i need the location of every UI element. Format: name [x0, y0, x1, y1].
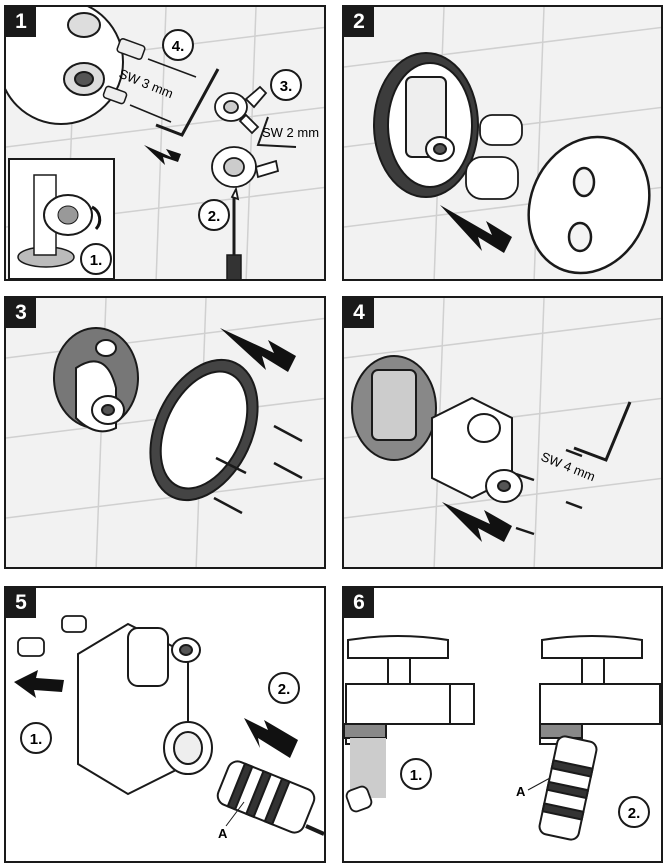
- removed-sleeves: [17, 615, 87, 657]
- direction-arrow-left: [14, 670, 64, 698]
- panel-6-illustration: 1. 2. A: [344, 635, 661, 841]
- screws: [213, 424, 303, 515]
- step-circle-1: 1.: [80, 243, 112, 275]
- tool-label-sw2: SW 2 mm: [262, 125, 319, 140]
- panel-5-illustration: 1. 2. A: [14, 615, 324, 841]
- faucet-left: [344, 635, 475, 745]
- screwdriver-icon: [226, 197, 242, 279]
- svg-text:2.: 2.: [628, 805, 641, 822]
- panel-number: 1: [6, 7, 36, 37]
- direction-arrow: [144, 145, 181, 165]
- panel-3-illustration: [6, 298, 324, 567]
- sleeve-parts: [465, 114, 523, 200]
- leader-line: [225, 801, 245, 827]
- panel-number: 4: [344, 298, 374, 328]
- svg-text:2.: 2.: [278, 681, 291, 698]
- panel-4: 4 SW 4 mm: [342, 296, 663, 569]
- sleeve-parts: [102, 38, 197, 123]
- valve-body: [77, 622, 213, 796]
- panel-5: 5 1. 2. A: [4, 586, 326, 863]
- step-circle-1: 1.: [400, 758, 432, 790]
- faucet-right: [539, 635, 661, 745]
- panel-number: 3: [6, 298, 36, 328]
- wall-plate: [351, 355, 437, 461]
- direction-arrow: [440, 205, 512, 253]
- step-circle-2: 2.: [618, 796, 650, 828]
- leader-line: [527, 777, 551, 791]
- panel-3: 3: [4, 296, 326, 569]
- part-label-a: A: [218, 826, 228, 841]
- panel-number: 6: [344, 588, 374, 618]
- panel-1-illustration: 1. 2. 3. 4. SW 3 mm SW 2 mm: [6, 7, 324, 279]
- panel-2-illustration: [344, 7, 661, 279]
- svg-text:2.: 2.: [208, 208, 221, 225]
- screws: [515, 448, 583, 536]
- svg-text:1.: 1.: [410, 767, 423, 784]
- panel-number: 5: [6, 588, 36, 618]
- panel-number: 2: [344, 7, 374, 37]
- cartridge: [216, 760, 324, 836]
- inset-detail: [8, 158, 115, 279]
- svg-text:4.: 4.: [172, 38, 185, 55]
- handle-parts: [211, 85, 280, 201]
- step-circle-2: 2.: [198, 199, 230, 231]
- panel-1: 1: [4, 5, 326, 281]
- mounting-ring: [149, 358, 259, 502]
- direction-arrow: [442, 502, 512, 542]
- direction-arrow-right: [244, 718, 298, 758]
- step-circle-1: 1.: [20, 722, 52, 754]
- svg-text:1.: 1.: [30, 731, 43, 748]
- cartridge: [538, 735, 598, 841]
- valve-body: [53, 327, 139, 433]
- step-circle-4: 4.: [162, 29, 194, 61]
- hex-key-3mm: [155, 68, 220, 137]
- hex-key-2mm: [256, 116, 297, 148]
- cover-plate: [527, 135, 651, 275]
- mounting-plate: [373, 52, 479, 198]
- panel-6: 6 1. 2. A: [342, 586, 663, 863]
- panel-4-illustration: SW 4 mm: [344, 298, 661, 567]
- part-label-a: A: [516, 784, 526, 799]
- svg-text:3.: 3.: [280, 78, 293, 95]
- hex-key-4mm: [573, 401, 632, 462]
- valve-body: [431, 396, 523, 503]
- step-circle-3: 3.: [270, 69, 302, 101]
- svg-text:1.: 1.: [90, 252, 103, 269]
- direction-arrow: [220, 328, 296, 372]
- panel-2: 2: [342, 5, 663, 281]
- step-circle-2: 2.: [268, 672, 300, 704]
- sleeve-part: [345, 785, 373, 813]
- rotate-arrow-icon: [91, 205, 102, 231]
